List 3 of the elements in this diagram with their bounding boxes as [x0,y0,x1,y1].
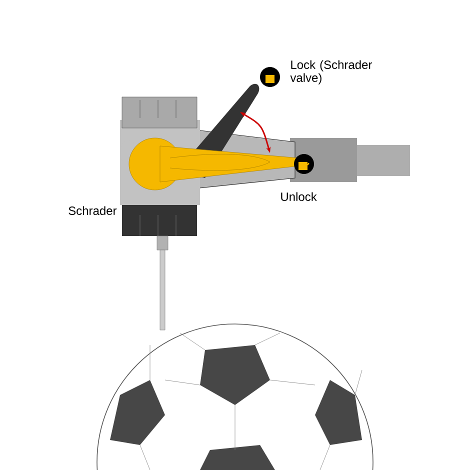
label-text: Lock (Schrader valve) [290,60,372,84]
label-text: Unlock [281,192,317,201]
label-text: Schrader [68,206,117,215]
